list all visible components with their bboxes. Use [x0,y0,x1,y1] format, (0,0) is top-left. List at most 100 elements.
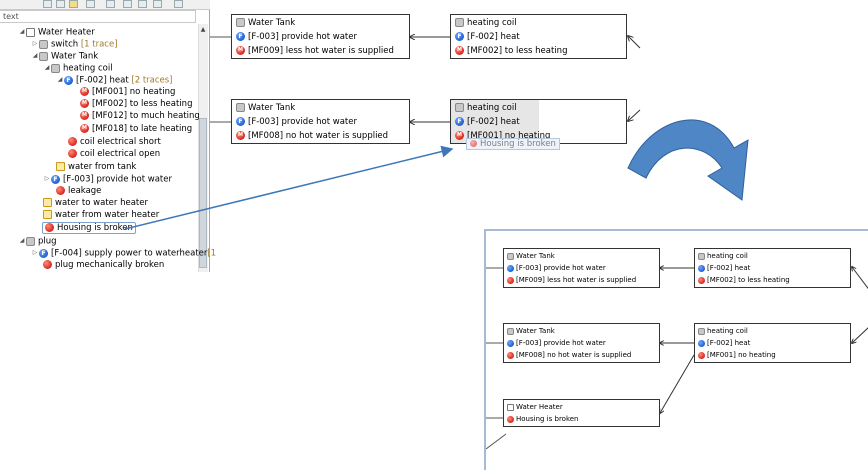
malfunction-icon [698,276,705,284]
heating-coil-block[interactable]: heating coil F[F-002] heat M[MF002] to l… [450,14,627,59]
tree-item[interactable]: plug mechanically broken [43,259,164,271]
document-icon [26,27,35,37]
flow-icon [43,210,52,219]
collapse-triangle-icon[interactable]: ◢ [44,64,50,71]
malfunction-label: [MF001] no heating [467,131,551,141]
component-icon [236,103,245,112]
water-heater-block[interactable]: Water Heater Housing is broken [503,399,660,427]
tree-item[interactable]: leakage [56,185,101,197]
tree-item[interactable]: ◢Water Tank [31,50,98,62]
connector-arrow [660,354,695,413]
malfunction-icon: M [455,131,464,140]
block-title: Water Heater [516,403,563,411]
heating-coil-block[interactable]: heating coil [F-002] heat [MF001] no hea… [694,323,851,363]
component-icon [455,103,464,112]
link-icon[interactable] [69,0,78,8]
function-label: [F-002] heat [707,264,751,272]
tree-item[interactable]: ▷F[F-003] provide hot water [43,173,172,185]
tree-item[interactable]: M[MF001] no heating [80,86,175,98]
function-icon [698,264,705,272]
drag-line-arrow [124,145,454,230]
block-title: Water Tank [248,103,296,113]
function-label: [F-002] heat [467,117,520,127]
collapse-triangle-icon[interactable]: ◢ [19,237,25,244]
tree-item[interactable]: ◢Water Heater [18,26,95,38]
tree-item[interactable]: M[MF018] to late heating [80,123,192,135]
connector-arrow [628,36,641,49]
malfunction-label: [MF008] no hot water is supplied [248,131,389,141]
tree-item[interactable]: ◢F[F-002] heat [2 traces] [56,74,173,86]
block-title: Water Tank [516,327,555,335]
tree-item[interactable]: water from tank [56,161,136,173]
component-icon [26,236,35,246]
malfunction-label: [MF002] to less heating [467,46,568,56]
block-title: heating coil [707,327,748,335]
scroll-thumb[interactable] [199,118,207,268]
tree-item-label: [F-002] heat [76,75,129,86]
malfunction-label: [MF009] less hot water is supplied [248,46,394,56]
filter-icon[interactable] [86,0,95,8]
heating-coil-block[interactable]: heating coil [F-002] heat [MF002] to les… [694,248,851,288]
back-icon[interactable] [123,0,132,8]
function-icon [698,339,705,347]
block-title: heating coil [467,18,517,28]
tree-item[interactable]: M[MF002] to less heating [80,98,192,110]
drag-ghost-label: Housing is broken [480,139,556,149]
expand-triangle-icon[interactable]: ▷ [32,40,38,47]
function-label: [F-003] provide hot water [516,264,606,272]
tree-item[interactable]: coil electrical open [68,148,160,160]
function-icon [507,339,514,347]
collapse-all-icon[interactable] [56,0,65,8]
info-icon[interactable] [106,0,115,8]
expand-triangle-icon[interactable]: ▷ [32,249,38,256]
tree-item[interactable]: ▷F[F-004] supply power to waterheater[1 [31,247,216,259]
tree-item[interactable]: ◢heating coil [43,62,113,74]
function-icon [507,264,514,272]
water-tank-block[interactable]: Water Tank [F-003] provide hot water [MF… [503,323,660,363]
tree-item-label: [MF018] to late heating [92,124,193,134]
failure-icon [43,260,52,269]
connector-arrow [852,267,868,290]
expand-all-icon[interactable] [43,0,52,8]
component-icon [39,51,48,61]
block-title: heating coil [707,252,748,260]
function-label: [F-003] provide hot water [516,339,606,347]
home-icon[interactable] [153,0,162,8]
tree-item[interactable]: ▷switch [1 trace] [31,38,118,50]
tree-item[interactable]: water to water heater [43,197,148,209]
settings-icon[interactable] [174,0,183,8]
water-tank-block[interactable]: Water Tank F[F-003] provide hot water M[… [231,14,410,59]
tree-item-label: [MF001] no heating [92,87,176,97]
malfunction-label: [MF001] no heating [707,351,776,359]
model-tree-panel: text ▲ ◢Water Heater ▷switch [1 trace] ◢… [0,0,216,272]
forward-icon[interactable] [138,0,147,8]
tree-item[interactable]: ◢plug [18,235,57,247]
heating-coil-block-hover[interactable]: heating coil F[F-002] heat M[MF001] no h… [450,99,627,144]
expand-triangle-icon[interactable]: ▷ [44,175,50,182]
failure-icon [56,186,65,195]
function-icon: F [64,75,73,85]
failure-icon [68,137,77,146]
function-icon: F [39,248,48,258]
collapse-triangle-icon[interactable]: ◢ [32,52,38,59]
water-tank-block[interactable]: Water Tank [F-003] provide hot water [MF… [503,248,660,288]
filter-input[interactable]: text [0,10,196,23]
tree-item-label: [MF012] to much heating [92,111,200,121]
scroll-up-icon[interactable]: ▲ [200,26,206,33]
collapse-triangle-icon[interactable]: ◢ [57,76,63,83]
malfunction-icon: M [80,87,89,96]
malfunction-icon: M [236,46,245,55]
collapse-triangle-icon[interactable]: ◢ [19,28,25,35]
hover-highlight [451,100,539,143]
tree-item-label: plug mechanically broken [55,260,165,270]
tree-item[interactable]: water from water heater [43,209,159,221]
tree-item[interactable]: M[MF012] to much heating [80,110,200,122]
water-tank-block[interactable]: Water Tank F[F-003] provide hot water M[… [231,99,410,144]
malfunction-icon [507,351,514,359]
tree-item[interactable]: coil electrical short [68,136,161,148]
tree-item-label: coil electrical open [80,149,161,159]
tree-item-selected[interactable]: Housing is broken [42,222,136,234]
connector-line [486,433,507,450]
component-icon [51,63,60,73]
